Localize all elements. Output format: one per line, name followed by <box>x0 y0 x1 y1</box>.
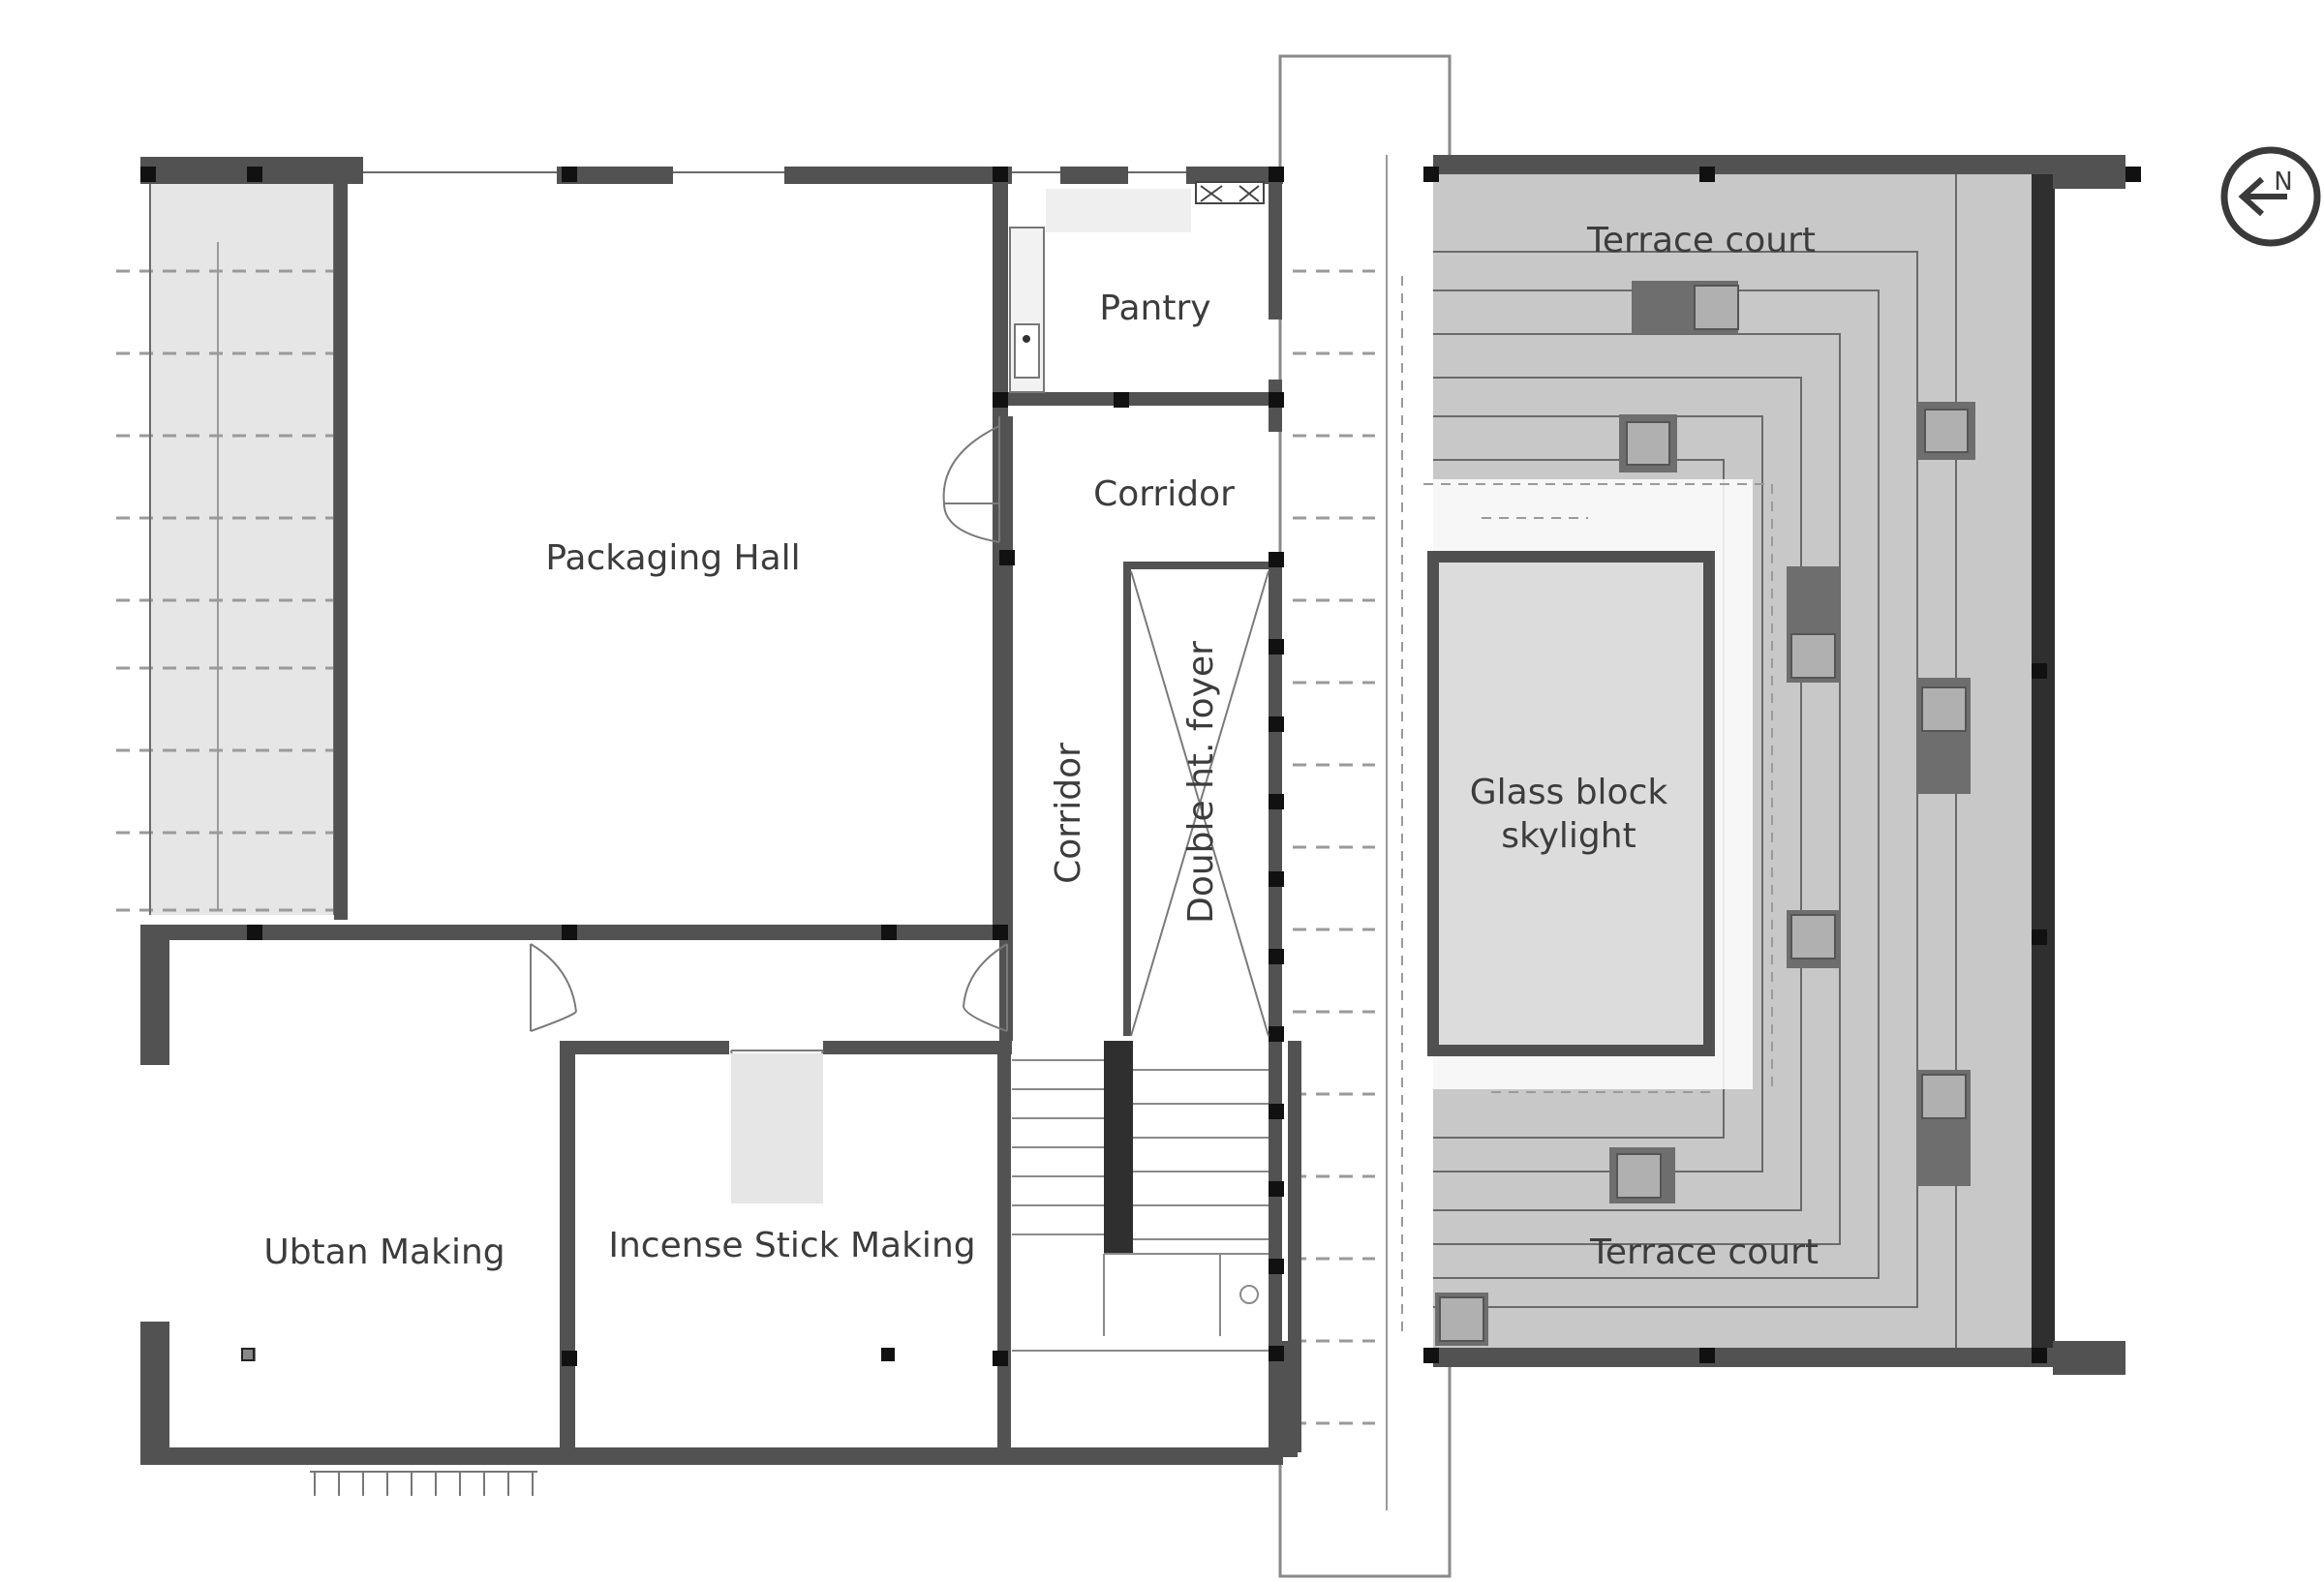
floor-drain <box>241 1348 255 1361</box>
glass-block-skylight <box>1427 551 1715 1056</box>
pantry-fixtures <box>1009 181 1265 393</box>
label-corridor-upper: Corridor <box>1093 474 1235 514</box>
label-glass-block-line1: Glass block <box>1470 773 1668 812</box>
north-arrow-icon: N <box>2220 146 2321 247</box>
staircase <box>1012 1059 1269 1352</box>
structural-columns <box>140 167 2141 1366</box>
central-walkway <box>1278 54 1452 1578</box>
west-veranda <box>116 184 335 915</box>
south-railing <box>310 1471 537 1496</box>
label-terrace-court-north: Terrace court <box>1586 221 1816 260</box>
label-ubtan-making: Ubtan Making <box>263 1233 505 1272</box>
double-height-foyer-void <box>1130 570 1269 1037</box>
main-building-walls <box>140 157 1301 1465</box>
label-incense-stick-making: Incense Stick Making <box>608 1226 975 1265</box>
label-terrace-court-south: Terrace court <box>1589 1233 1819 1272</box>
label-pantry: Pantry <box>1099 289 1210 328</box>
label-packaging-hall: Packaging Hall <box>545 538 800 578</box>
label-glass-block-line2: skylight <box>1501 816 1636 856</box>
north-arrow-letter: N <box>2274 167 2292 197</box>
label-corridor-vertical: Corridor <box>1049 743 1088 884</box>
planter-group <box>1435 281 1975 1346</box>
incense-doorway-mat <box>731 1053 823 1203</box>
doors <box>530 416 1008 1090</box>
label-double-ht-foyer: Double ht. foyer <box>1181 641 1221 924</box>
